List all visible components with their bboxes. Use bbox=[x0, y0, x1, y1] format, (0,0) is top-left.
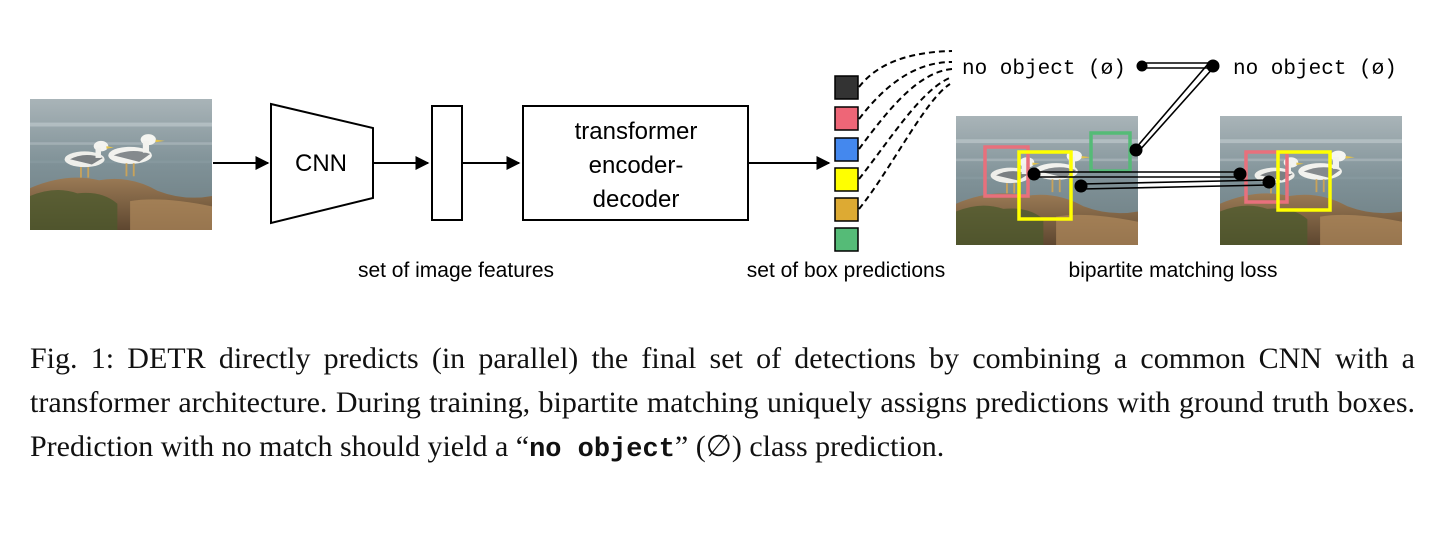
match-dot-red-box-gt bbox=[1233, 167, 1247, 181]
prediction-slot-5 bbox=[834, 197, 859, 222]
detr-pipeline-diagram: CNN transformer encoder- decoder no obje… bbox=[30, 50, 1402, 282]
ground-truth-image bbox=[1220, 116, 1402, 245]
prediction-slot-4 bbox=[834, 167, 859, 192]
predicted-image bbox=[956, 116, 1138, 245]
gt-box-yellow bbox=[1276, 150, 1332, 212]
caption-prefix: Fig. 1: bbox=[30, 342, 115, 375]
caption-text-1: DETR directly predicts (in parallel) the… bbox=[30, 342, 1416, 463]
transformer-label-line-3: decoder bbox=[593, 186, 680, 213]
cnn-label: CNN bbox=[295, 150, 347, 177]
figure-caption: Fig. 1: DETR directly predicts (in paral… bbox=[30, 337, 1415, 472]
dashed-no-object-links bbox=[858, 50, 953, 210]
pred-box-yellow bbox=[1017, 150, 1073, 221]
prediction-slot-3 bbox=[834, 137, 859, 162]
features-label: set of image features bbox=[358, 259, 554, 282]
image-features-block bbox=[431, 105, 463, 221]
cnn-block bbox=[270, 102, 374, 225]
prediction-slot-1 bbox=[834, 75, 859, 100]
match-dot-red-box-pred bbox=[1027, 167, 1041, 181]
prediction-slot-2 bbox=[834, 106, 859, 131]
matching-links bbox=[1027, 59, 1276, 193]
predictions-label: set of box predictions bbox=[747, 259, 945, 282]
input-image bbox=[30, 99, 212, 230]
match-dot-no-object-right bbox=[1206, 59, 1220, 73]
match-dot-no-object-left bbox=[1136, 60, 1148, 72]
no-object-label-left: no object (ø) bbox=[962, 58, 1126, 81]
gt-box-red bbox=[1244, 150, 1289, 204]
prediction-slot-6 bbox=[834, 227, 859, 252]
match-dot-green-box bbox=[1129, 143, 1143, 157]
transformer-label-line-2: encoder- bbox=[589, 152, 684, 179]
caption-text-2: ” (∅) class prediction. bbox=[674, 430, 945, 463]
matching-loss-label: bipartite matching loss bbox=[1069, 259, 1278, 282]
caption-keyword: no object bbox=[529, 435, 675, 465]
prediction-slots bbox=[834, 75, 859, 252]
transformer-label-line-1: transformer bbox=[575, 118, 698, 145]
match-dot-yellow-box-pred bbox=[1074, 179, 1088, 193]
no-object-label-right: no object (ø) bbox=[1233, 58, 1397, 81]
transformer-block bbox=[522, 105, 749, 221]
match-dot-yellow-box-gt bbox=[1262, 175, 1276, 189]
